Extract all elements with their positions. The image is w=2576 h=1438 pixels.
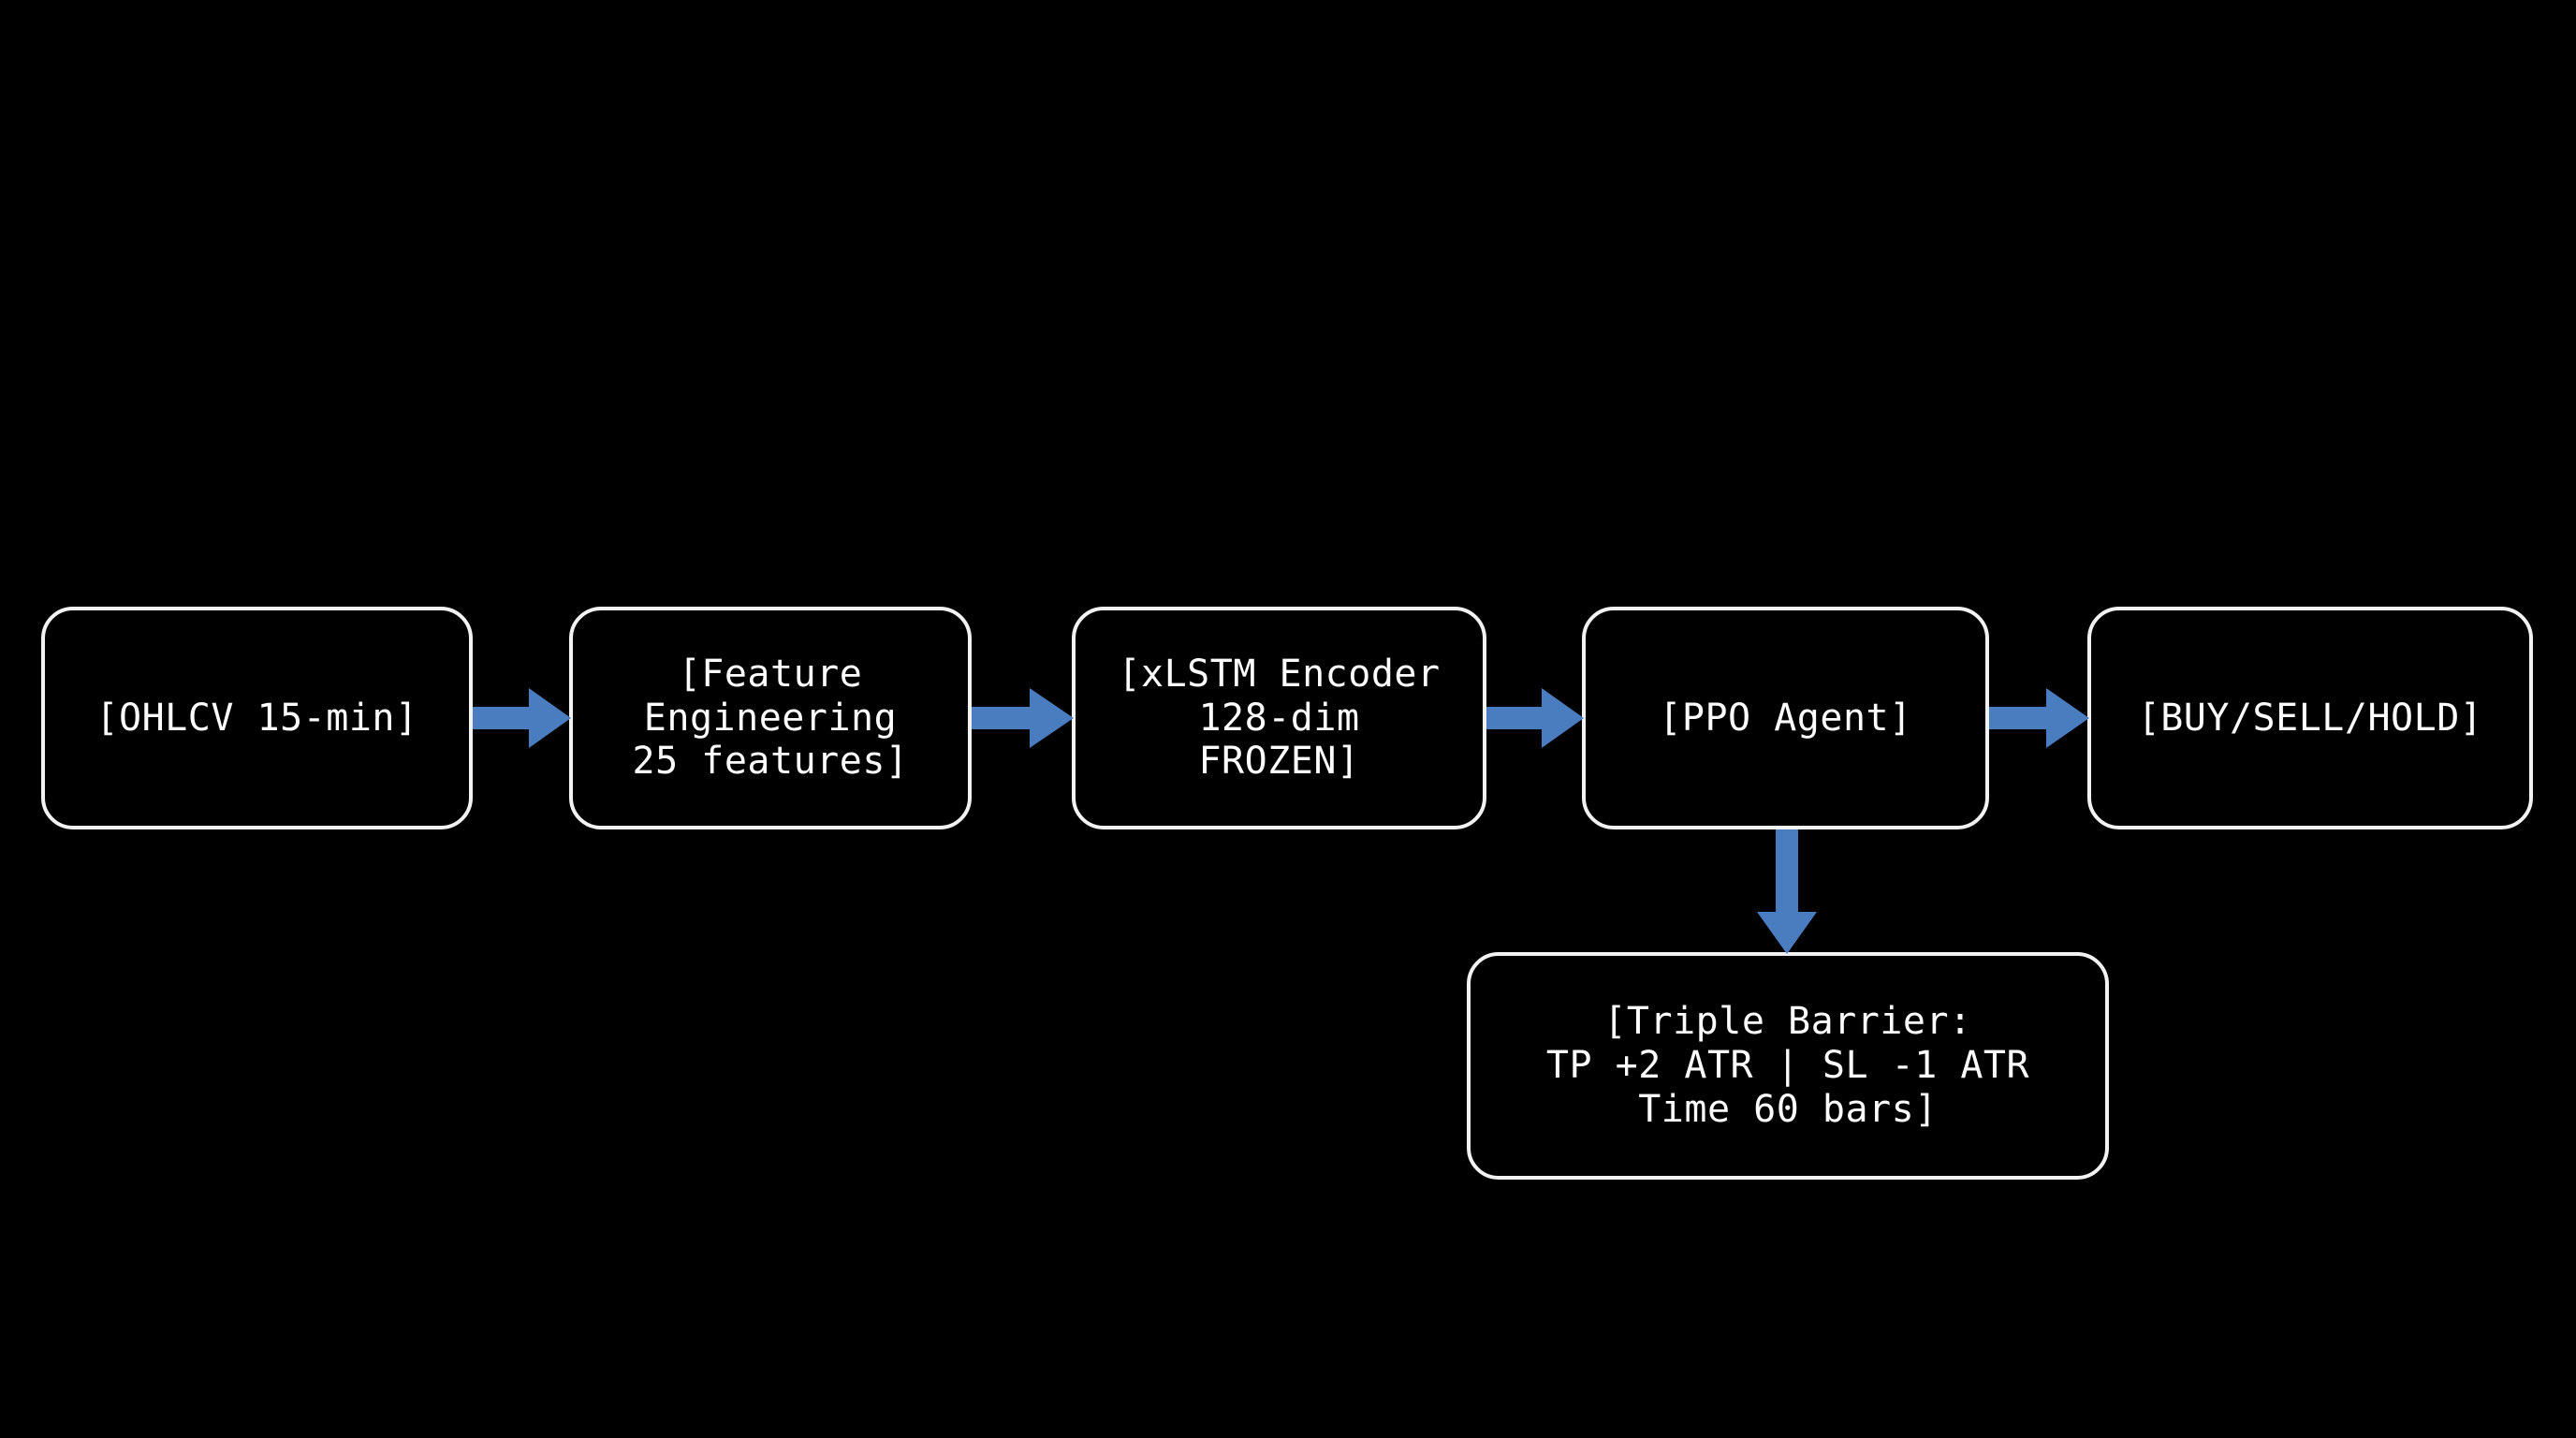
node-feature-engineering[interactable]: [Feature Engineering 25 features] (569, 607, 972, 829)
node-buy-sell-hold-label: [BUY/SELL/HOLD] (2137, 696, 2483, 740)
arrow-right-icon-xlstm-encoder-to-ppo-agent (1486, 684, 1584, 752)
node-ppo-agent-label: [PPO Agent] (1659, 696, 1912, 740)
arrow-down-icon-ppo-agent-to-triple-barrier (1753, 829, 1821, 954)
node-ppo-agent[interactable]: [PPO Agent] (1582, 607, 1989, 829)
node-xlstm-encoder[interactable]: [xLSTM Encoder 128-dim FROZEN] (1072, 607, 1486, 829)
arrow-right-icon-ohlcv-to-feature-engineering (473, 684, 571, 752)
node-triple-barrier-label: [Triple Barrier: TP +2 ATR | SL -1 ATR T… (1545, 1000, 2030, 1131)
node-buy-sell-hold[interactable]: [BUY/SELL/HOLD] (2087, 607, 2533, 829)
node-feature-engineering-label: [Feature Engineering 25 features] (632, 652, 909, 784)
arrow-right-icon-feature-engineering-to-xlstm-encoder (972, 684, 1074, 752)
node-xlstm-encoder-label: [xLSTM Encoder 128-dim FROZEN] (1118, 652, 1441, 784)
node-triple-barrier[interactable]: [Triple Barrier: TP +2 ATR | SL -1 ATR T… (1467, 952, 2109, 1180)
node-ohlcv-label: [OHLCV 15-min] (95, 696, 418, 740)
node-ohlcv[interactable]: [OHLCV 15-min] (41, 607, 473, 829)
arrow-right-icon-ppo-agent-to-buy-sell-hold (1989, 684, 2089, 752)
